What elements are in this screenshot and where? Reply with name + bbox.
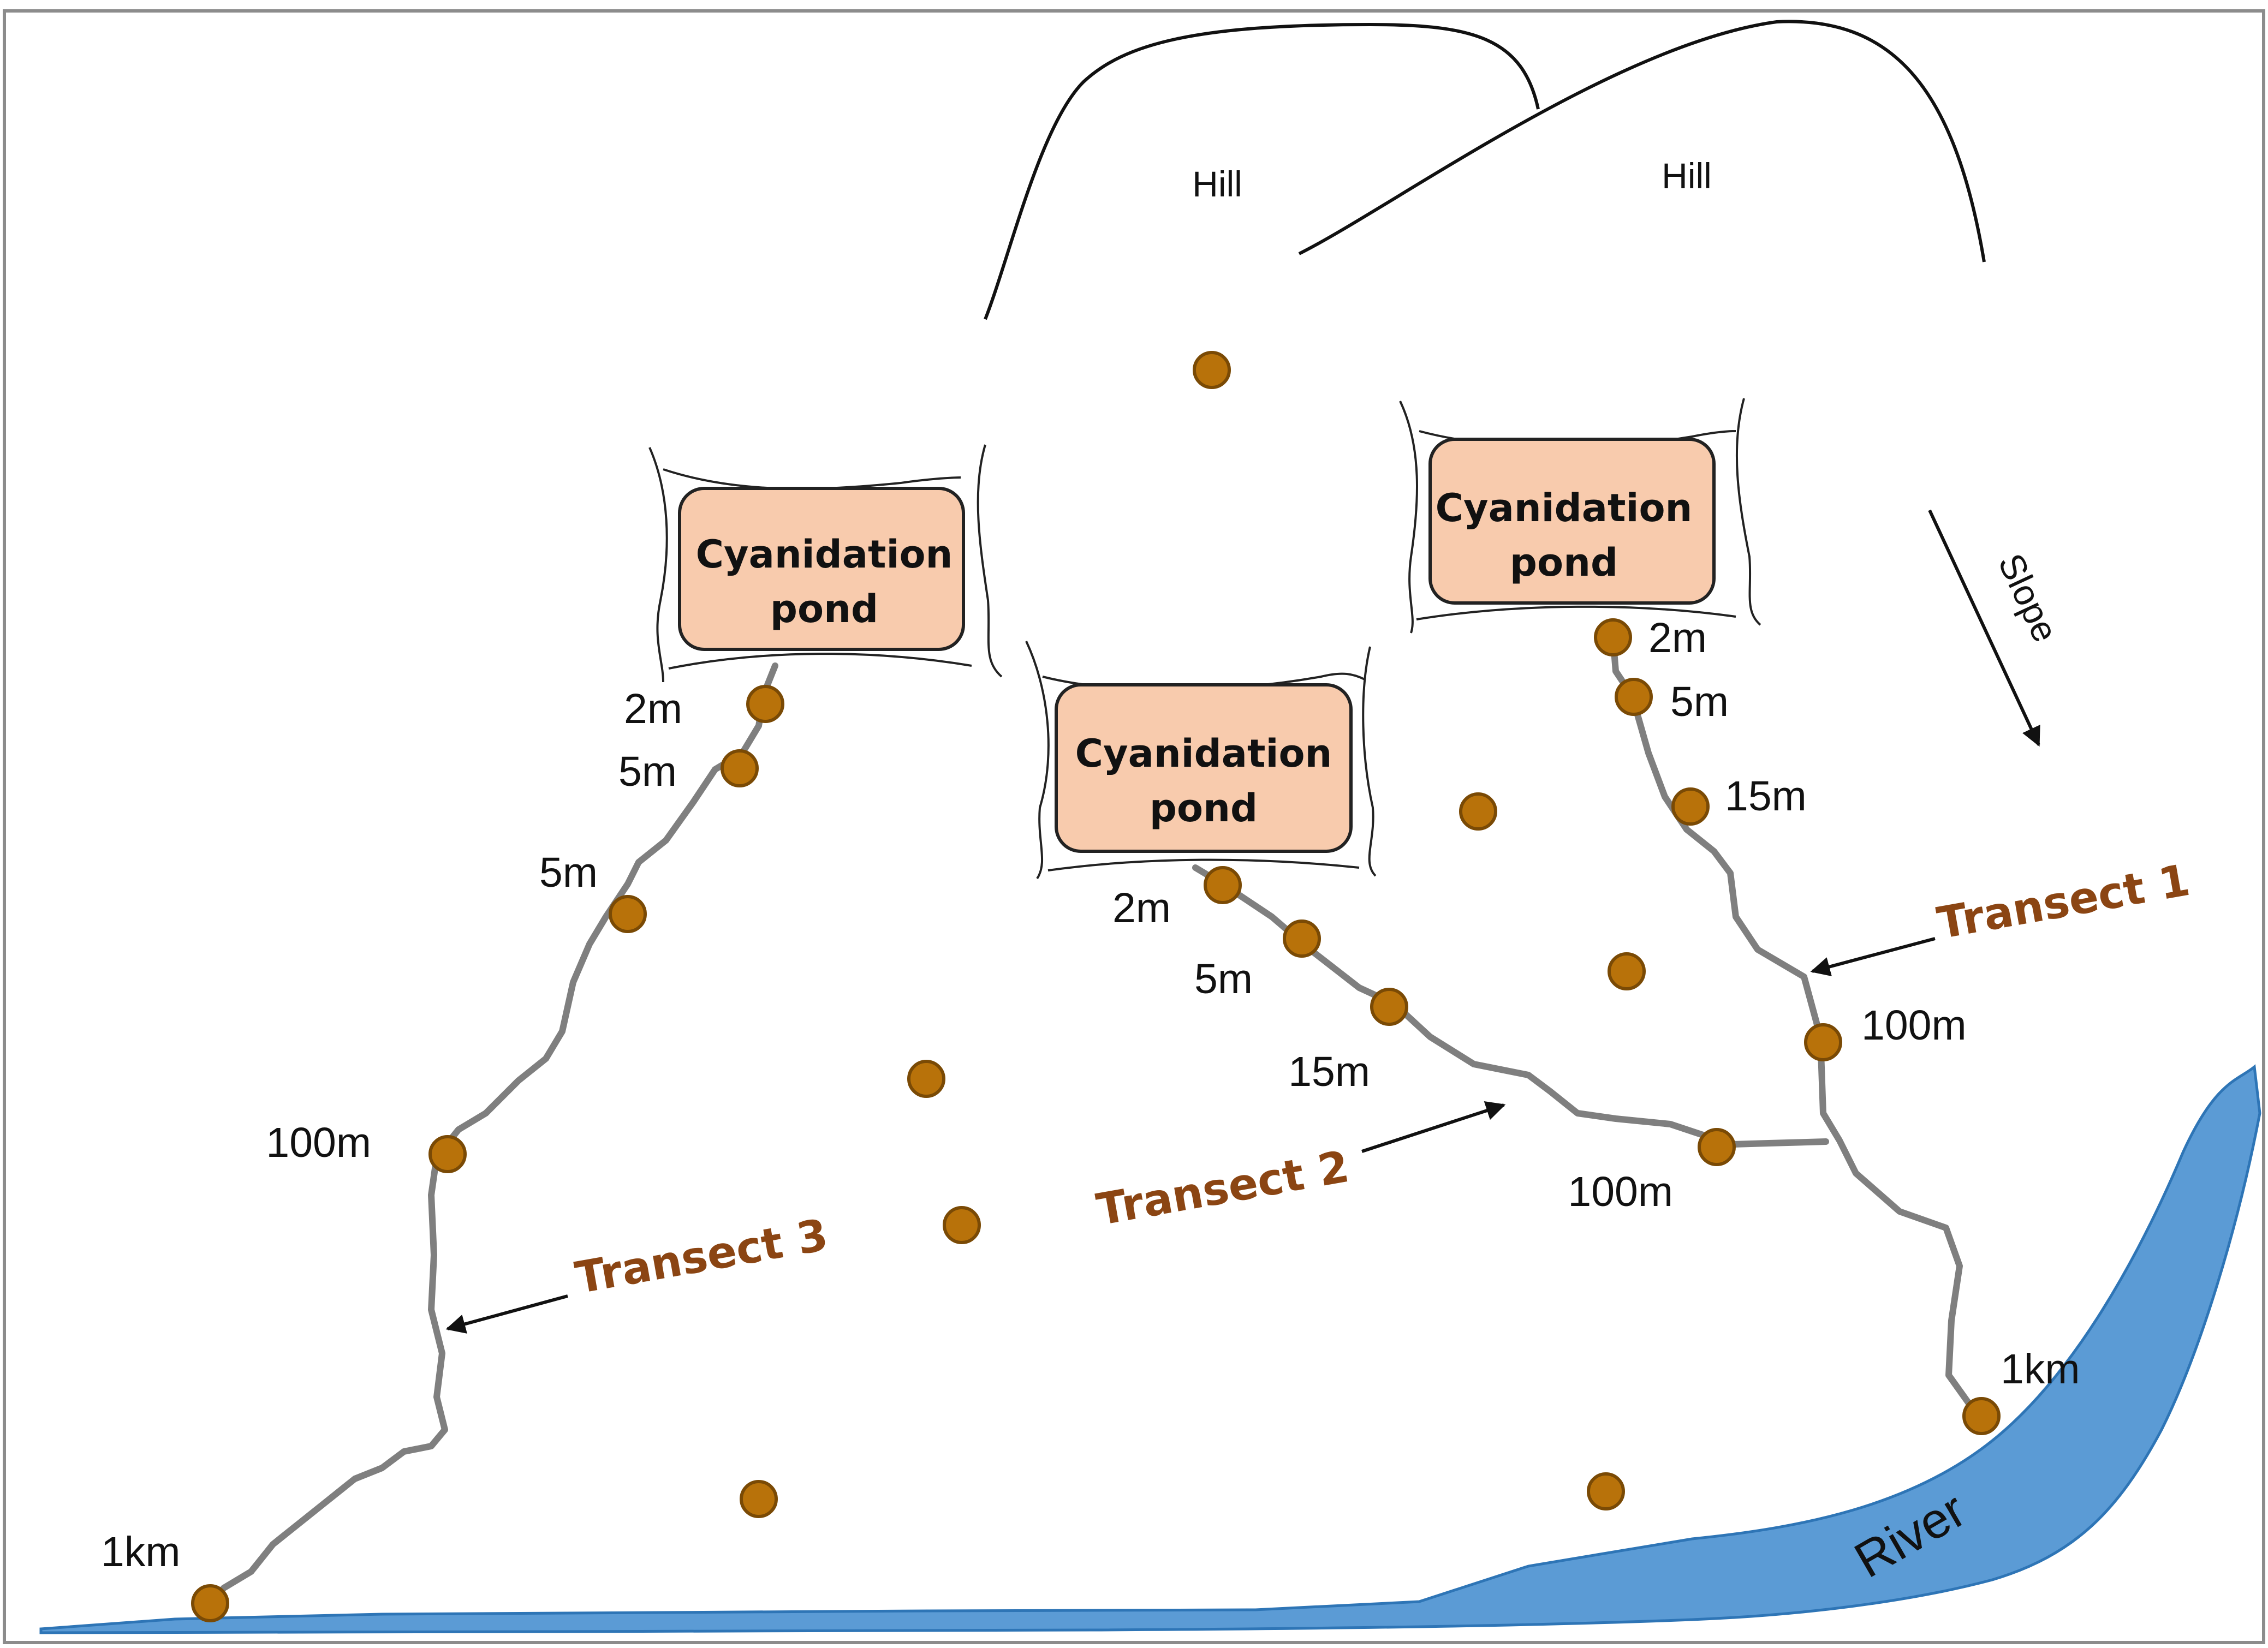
pond-1: Cyanidation pond bbox=[678, 487, 965, 651]
sample-point-t2-2m bbox=[1204, 866, 1242, 904]
pond-1-label-line1: Cyanidation bbox=[696, 532, 953, 577]
hill-label-left: Hill bbox=[1192, 164, 1242, 204]
hill-label-right: Hill bbox=[1662, 156, 1712, 196]
pond-3: Cyanidation pond bbox=[1428, 438, 1716, 605]
sample-point-hill bbox=[1193, 351, 1231, 389]
sample-point-background bbox=[1608, 952, 1646, 990]
distance-label-t2-100m: 100m bbox=[1568, 1168, 1673, 1215]
hill-outlines bbox=[984, 20, 1986, 320]
pond-banks bbox=[648, 398, 1761, 880]
sample-point-t2-100m bbox=[1698, 1128, 1736, 1166]
distance-label-t3-100m: 100m bbox=[266, 1119, 371, 1166]
sample-point-t1-5m bbox=[1615, 678, 1653, 716]
sample-point-t3-5m-a bbox=[721, 749, 759, 787]
pond-2-label-line1: Cyanidation bbox=[1075, 731, 1332, 776]
transect-3-arrow bbox=[445, 1294, 568, 1334]
sample-point-t2-15m bbox=[1370, 988, 1408, 1026]
distance-label-t1-100m: 100m bbox=[1861, 1002, 1967, 1049]
distance-label-t1-2m: 2m bbox=[1648, 614, 1707, 661]
sample-point-t1-2m bbox=[1594, 618, 1632, 656]
sample-point-t1-100m bbox=[1804, 1023, 1842, 1061]
distance-label-t2-5m: 5m bbox=[1194, 956, 1253, 1002]
sample-point-background bbox=[740, 1480, 778, 1518]
pond-1-label-line2: pond bbox=[770, 587, 878, 631]
river bbox=[39, 1064, 2261, 1634]
distance-label-t3-5m-b: 5m bbox=[539, 849, 598, 896]
sample-point-background bbox=[907, 1060, 945, 1098]
distance-label-t2-2m: 2m bbox=[1112, 885, 1171, 932]
transect-2-arrow bbox=[1361, 1101, 1506, 1153]
pond-3-label-line1: Cyanidation bbox=[1436, 486, 1693, 530]
sample-point-t3-2m bbox=[746, 685, 784, 723]
hill-right-outline bbox=[1298, 20, 1986, 262]
pond-2-label-line2: pond bbox=[1150, 786, 1258, 831]
sampling-points bbox=[191, 351, 2001, 1622]
distance-label-t2-15m: 15m bbox=[1288, 1048, 1370, 1095]
sample-point-background bbox=[1587, 1472, 1625, 1510]
pond-2: Cyanidation pond bbox=[1055, 683, 1353, 853]
sample-point-t1-1km bbox=[1962, 1397, 2001, 1435]
pond-1-body bbox=[678, 487, 965, 651]
hill-left-outline bbox=[984, 22, 1540, 320]
distance-label-t1-15m: 15m bbox=[1725, 773, 1807, 820]
transect-1-path bbox=[1610, 634, 1979, 1417]
distance-label-t3-5m-a: 5m bbox=[618, 748, 677, 795]
slope-arrow bbox=[1928, 509, 2040, 747]
distance-label-t1-1km: 1km bbox=[2001, 1346, 2080, 1393]
distance-label-t3-1km: 1km bbox=[101, 1528, 180, 1575]
sample-point-t3-1km bbox=[191, 1584, 229, 1622]
sample-point-t3-5m-b bbox=[609, 895, 647, 933]
sample-point-background bbox=[1459, 792, 1497, 831]
sample-point-t3-100m bbox=[428, 1135, 467, 1173]
pond-2-body bbox=[1055, 683, 1353, 853]
sample-point-t2-5m bbox=[1283, 919, 1321, 958]
pond-3-body bbox=[1428, 438, 1716, 605]
sample-point-t1-15m bbox=[1671, 787, 1710, 826]
distance-label-t3-2m: 2m bbox=[624, 685, 682, 732]
transect-1-arrow bbox=[1810, 937, 1936, 977]
distance-label-t1-5m: 5m bbox=[1670, 678, 1729, 725]
sample-point-background bbox=[943, 1206, 981, 1244]
pond-3-label-line2: pond bbox=[1510, 540, 1618, 585]
